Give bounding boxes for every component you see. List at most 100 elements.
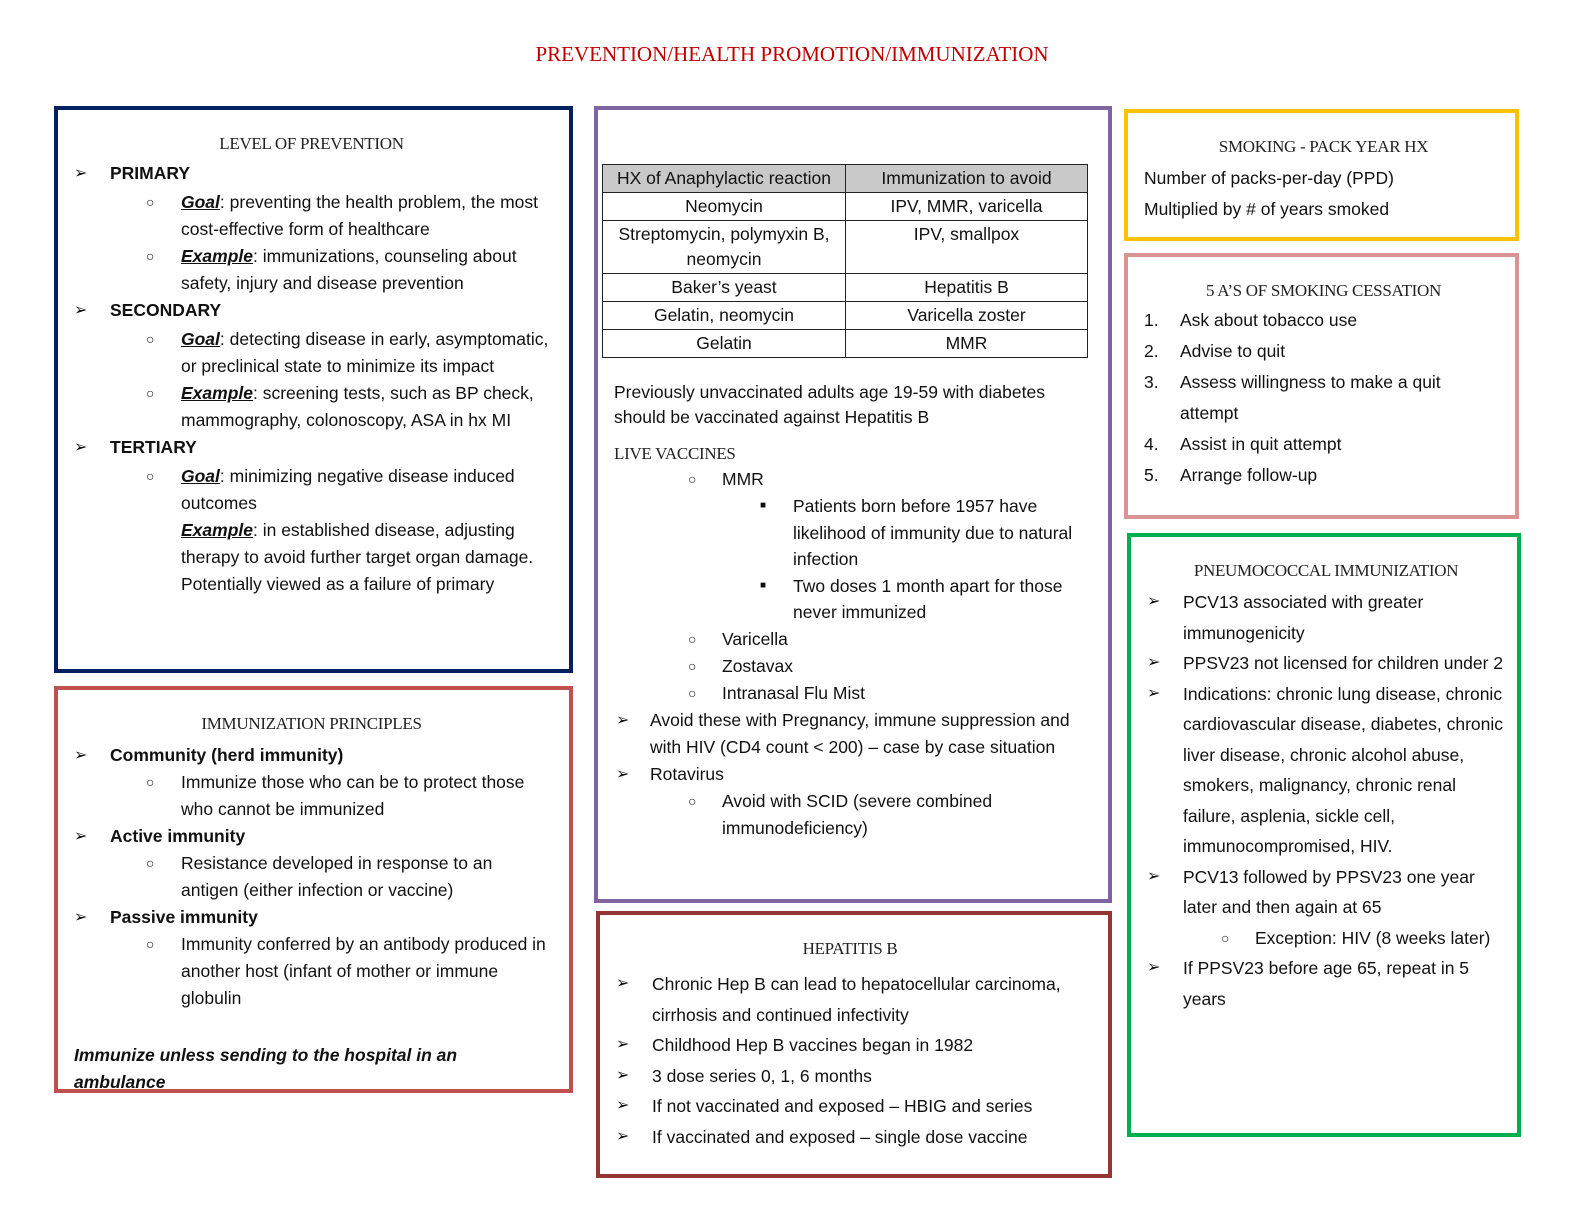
section-heading: 5 A’S OF SMOKING CESSATION: [1206, 281, 1441, 300]
hepb-diabetes-note: Previously unvaccinated adults age 19-59…: [614, 382, 1045, 427]
principle-text: Immunity conferred by an antibody produc…: [181, 934, 546, 1008]
level-label: TERTIARY: [110, 437, 197, 457]
vaccine-name: MMR: [722, 469, 764, 489]
circle-bullet-icon: ○: [146, 468, 155, 484]
step-text: Arrange follow-up: [1180, 465, 1318, 485]
arrow-bullet-icon: ➢: [74, 909, 88, 926]
step-text: Advise to quit: [1180, 341, 1286, 361]
table-header: Immunization to avoid: [845, 164, 1088, 193]
live-vaccine-caution: Avoid these with Pregnancy, immune suppr…: [650, 709, 1070, 757]
principle-label: Community (herd immunity): [110, 745, 344, 765]
principle-text: Resistance developed in response to an a…: [181, 853, 493, 900]
arrow-bullet-icon: ➢: [616, 975, 630, 992]
arrow-bullet-icon: ➢: [1147, 684, 1161, 702]
page-title: PREVENTION/HEALTH PROMOTION/IMMUNIZATION: [535, 42, 1049, 66]
example-text: : immunizations, counseling about safety…: [181, 246, 517, 293]
principle-text: Immunize those who can be to protect tho…: [181, 772, 525, 819]
table-cell: Varicella zoster: [845, 301, 1088, 330]
arrow-bullet-icon: ➢: [74, 828, 88, 845]
table-cell: MMR: [845, 329, 1088, 358]
arrow-bullet-icon: ➢: [1147, 867, 1161, 885]
step-text: Assess willingness to make a quit attemp…: [1180, 372, 1441, 423]
example-text: : screening tests, such as BP check, mam…: [181, 383, 534, 430]
arrow-bullet-icon: ➢: [616, 1066, 630, 1084]
pneumo-item: PPSV23 not licensed for children under 2: [1183, 653, 1504, 673]
example-label: Example: [181, 520, 253, 540]
pneumo-item: PCV13 followed by PPSV23 one year later …: [1183, 866, 1475, 918]
section-heading: LEVEL OF PREVENTION: [219, 134, 404, 153]
hepb-item: Chronic Hep B can lead to hepatocellular…: [652, 974, 1061, 1025]
step-text: Ask about tobacco use: [1180, 310, 1358, 330]
vaccine-name: Zostavax: [722, 655, 793, 676]
table-cell: Gelatin, neomycin: [602, 301, 846, 330]
hepb-item: Childhood Hep B vaccines began in 1982: [652, 1035, 974, 1055]
step-number: 2.: [1144, 341, 1159, 361]
circle-bullet-icon: ○: [146, 385, 155, 401]
vaccine-name: Varicella: [722, 628, 788, 649]
table-cell: Streptomycin, polymyxin B, neomycin: [602, 220, 846, 274]
goal-label: Goal: [181, 192, 220, 212]
step-number: 3.: [1144, 372, 1159, 392]
section-heading: IMMUNIZATION PRINCIPLES: [201, 714, 422, 733]
arrow-bullet-icon: ➢: [616, 1036, 630, 1053]
circle-bullet-icon: ○: [146, 248, 155, 264]
pneumo-item: PCV13 associated with greater immunogeni…: [1183, 592, 1424, 643]
smoking-cessation-box: 5 A’S OF SMOKING CESSATION 1. Ask about t…: [1124, 253, 1519, 519]
arrow-bullet-icon: ➢: [616, 765, 630, 783]
step-number: 5.: [1144, 465, 1159, 485]
table-cell: IPV, MMR, varicella: [845, 192, 1088, 221]
level-of-prevention-box: LEVEL OF PREVENTION ➢PRIMARY ○Goal: prev…: [54, 106, 573, 673]
pneumo-item: Indications: chronic lung disease, chron…: [1183, 683, 1504, 857]
circle-bullet-icon: ○: [688, 792, 697, 809]
principle-label: Passive immunity: [110, 907, 258, 927]
step-number: 1.: [1144, 310, 1159, 330]
principles-footer: Immunize unless sending to the hospital …: [74, 1045, 458, 1092]
principle-label: Active immunity: [110, 826, 246, 846]
arrow-bullet-icon: ➢: [74, 747, 88, 764]
mmr-note: Patients born before 1957 have likelihoo…: [793, 496, 1073, 569]
circle-bullet-icon: ○: [688, 630, 697, 647]
hepb-item: 3 dose series 0, 1, 6 months: [652, 1065, 872, 1086]
circle-bullet-icon: ○: [688, 471, 697, 487]
vaccine-name: Intranasal Flu Mist: [722, 682, 865, 703]
mmr-note: Two doses 1 month apart for those never …: [793, 575, 1063, 623]
circle-bullet-icon: ○: [146, 194, 155, 210]
hepb-item: If vaccinated and exposed – single dose …: [652, 1126, 1028, 1147]
section-heading: HEPATITIS B: [802, 939, 898, 958]
example-label: Example: [181, 383, 253, 403]
arrow-bullet-icon: ➢: [1147, 959, 1161, 976]
section-heading: PNEUMOCOCCAL IMMUNIZATION: [1193, 561, 1459, 580]
circle-bullet-icon: ○: [146, 855, 155, 871]
table-cell: Neomycin: [602, 192, 846, 221]
example-text: : in established disease, adjusting ther…: [181, 520, 534, 594]
rotavirus-note: Avoid with SCID (severe combined immunod…: [722, 790, 993, 838]
immunization-principles-box: IMMUNIZATION PRINCIPLES ➢ Community (herd…: [54, 686, 573, 1093]
step-text: Assist in quit attempt: [1180, 434, 1342, 454]
example-label: Example: [181, 246, 253, 266]
goal-label: Goal: [181, 329, 220, 349]
vaccine-name: Rotavirus: [650, 763, 724, 784]
hepb-item: If not vaccinated and exposed – HBIG and…: [652, 1096, 1033, 1116]
live-vaccines-heading: LIVE VACCINES: [614, 444, 736, 463]
table-cell: Hepatitis B: [845, 273, 1088, 302]
arrow-bullet-icon: ➢: [74, 439, 88, 456]
pneumococcal-box: PNEUMOCOCCAL IMMUNIZATION ➢ PCV13 associa…: [1127, 533, 1521, 1137]
step-number: 4.: [1144, 434, 1159, 454]
pneumo-exception: Exception: HIV (8 weeks later): [1255, 927, 1491, 948]
goal-text: : preventing the health problem, the mos…: [181, 192, 539, 239]
table-header: HX of Anaphylactic reaction: [602, 164, 846, 193]
goal-text: : detecting disease in early, asymptomat…: [181, 329, 549, 376]
circle-bullet-icon: ○: [1221, 929, 1230, 946]
pneumo-item: If PPSV23 before age 65, repeat in 5 yea…: [1183, 958, 1470, 1009]
section-heading: SMOKING - PACK YEAR HX: [1218, 137, 1429, 156]
arrow-bullet-icon: ➢: [74, 165, 88, 182]
circle-bullet-icon: ○: [146, 774, 155, 790]
circle-bullet-icon: ○: [688, 684, 697, 701]
level-label: PRIMARY: [110, 163, 191, 183]
